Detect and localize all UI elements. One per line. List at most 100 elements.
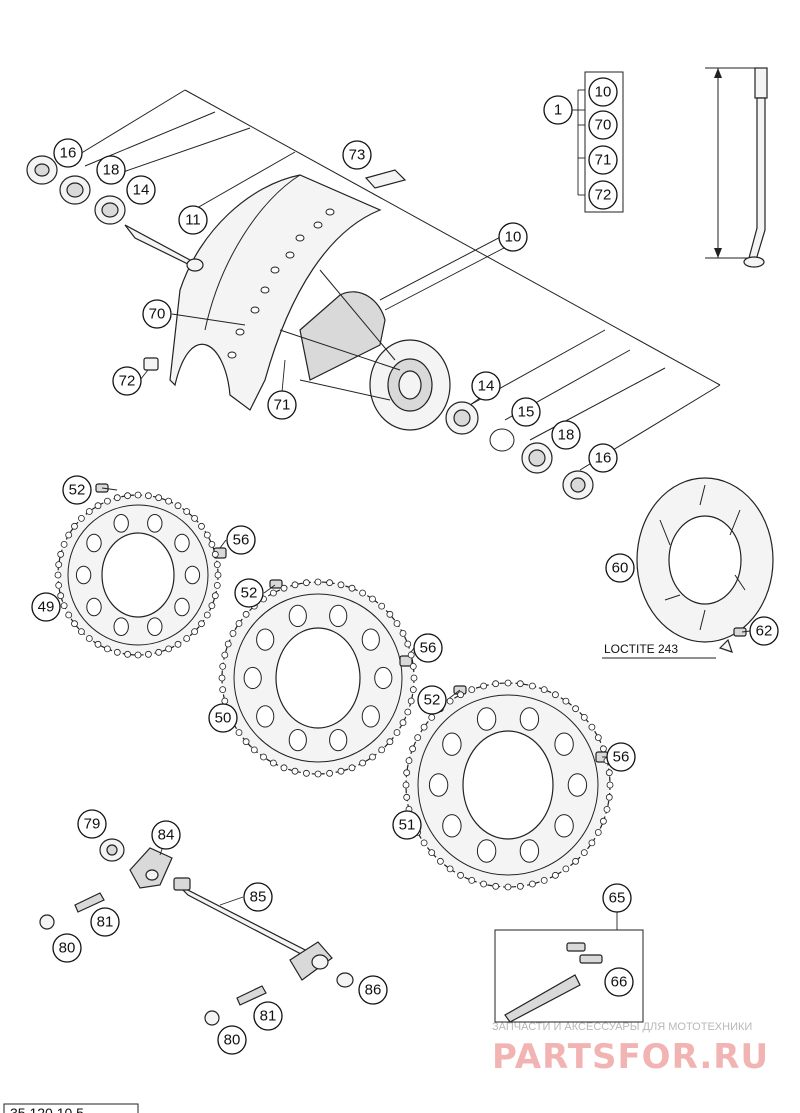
sprocket-tooth xyxy=(302,579,310,587)
svg-text:85: 85 xyxy=(250,889,267,906)
callout-56-b[interactable]: 56 xyxy=(413,633,443,663)
sprocket-tooth xyxy=(378,602,386,610)
callout-81-b[interactable]: 81 xyxy=(253,1001,283,1031)
sprocket-tooth xyxy=(572,857,579,865)
sprocket-tooth xyxy=(124,492,131,500)
sprocket-tooth xyxy=(213,582,221,589)
callout-49[interactable]: 49 xyxy=(31,592,61,622)
svg-text:56: 56 xyxy=(233,532,250,549)
chain-kit-box xyxy=(494,912,644,1023)
callout-71-spoke[interactable]: 71 xyxy=(267,390,297,420)
sprocket-tooth xyxy=(211,550,219,558)
sprocket-hole xyxy=(329,729,348,752)
sprocket-tooth xyxy=(540,686,548,693)
sprocket-tooth xyxy=(260,753,267,761)
callout-79[interactable]: 79 xyxy=(77,809,107,839)
sprocket-tooth xyxy=(436,857,444,865)
callout-72-valve[interactable]: 72 xyxy=(112,366,142,396)
loctite-label: LOCTITE 243 xyxy=(604,642,678,656)
callout-60[interactable]: 60 xyxy=(605,553,635,583)
callout-52-b[interactable]: 52 xyxy=(234,578,264,608)
sprocket-49-part xyxy=(57,494,219,656)
callout-18-right[interactable]: 18 xyxy=(551,420,581,450)
sprocket-tooth xyxy=(144,650,152,658)
callout-80-a[interactable]: 80 xyxy=(52,933,82,963)
callout-85[interactable]: 85 xyxy=(243,882,273,912)
sprocket-hole xyxy=(519,707,540,731)
sprocket-hole xyxy=(288,604,307,628)
sprocket-hole xyxy=(567,773,588,797)
sprocket-tooth xyxy=(213,561,221,568)
sprocket-tooth xyxy=(71,620,78,628)
callout-16-top[interactable]: 16 xyxy=(53,138,83,168)
callout-66[interactable]: 66 xyxy=(604,967,634,997)
sprocket-tooth xyxy=(124,650,131,658)
sprocket-tooth xyxy=(378,746,386,754)
sprocket-49-teeth xyxy=(54,491,222,659)
callout-10-kit[interactable]: 10 xyxy=(588,77,618,107)
sprocket-tooth xyxy=(403,769,411,777)
callout-1[interactable]: 1 xyxy=(543,95,573,125)
callout-84[interactable]: 84 xyxy=(151,820,181,850)
callout-70-rim[interactable]: 70 xyxy=(142,299,172,329)
sprocket-tooth xyxy=(198,522,205,530)
sprocket-tooth xyxy=(291,581,299,589)
callout-18-top[interactable]: 18 xyxy=(96,155,126,185)
callout-50[interactable]: 50 xyxy=(208,703,238,733)
sprocket-tooth xyxy=(229,630,237,637)
sprocket-tooth xyxy=(183,635,191,642)
callout-72-kit[interactable]: 72 xyxy=(588,180,618,210)
callout-14-top[interactable]: 14 xyxy=(126,175,156,205)
sprocket-tooth xyxy=(468,686,476,693)
callout-15[interactable]: 15 xyxy=(511,397,541,427)
callout-51[interactable]: 51 xyxy=(392,810,422,840)
sprocket-hole xyxy=(288,729,307,752)
sprocket-tooth xyxy=(504,883,512,891)
sprocket-tooth xyxy=(65,611,73,619)
sprocket-tooth xyxy=(552,691,559,699)
callout-52-a[interactable]: 52 xyxy=(62,475,92,505)
sprocket-hole xyxy=(147,514,163,533)
callout-65[interactable]: 65 xyxy=(602,883,632,913)
sprocket-tooth xyxy=(446,697,454,705)
sprocket-tooth xyxy=(155,648,163,656)
watermark-logo: PARTSFOR.RU xyxy=(492,1037,769,1077)
brake-disc-part xyxy=(636,477,774,643)
callout-62[interactable]: 62 xyxy=(749,616,779,646)
sprocket-tooth xyxy=(280,764,288,772)
sprocket-tooth xyxy=(78,515,85,522)
svg-text:81: 81 xyxy=(260,1008,277,1025)
sprocket-tooth xyxy=(104,645,111,653)
callout-10-hub[interactable]: 10 xyxy=(498,222,528,252)
svg-text:14: 14 xyxy=(478,378,495,395)
callout-71-kit[interactable]: 71 xyxy=(588,145,618,175)
sprocket-tooth xyxy=(203,611,211,619)
sprocket-tooth xyxy=(492,882,500,890)
callout-52-c[interactable]: 52 xyxy=(417,685,447,715)
callout-14-right[interactable]: 14 xyxy=(471,371,501,401)
callout-11[interactable]: 11 xyxy=(178,205,208,235)
sprocket-hole xyxy=(519,839,540,863)
callout-56-a[interactable]: 56 xyxy=(226,525,256,555)
sprocket-tooth xyxy=(410,674,418,682)
svg-text:84: 84 xyxy=(158,827,175,844)
callout-56-c[interactable]: 56 xyxy=(606,742,636,772)
sprocket-tooth xyxy=(211,592,219,600)
svg-text:65: 65 xyxy=(609,890,626,907)
valve-part xyxy=(143,357,159,371)
callout-70-kit[interactable]: 70 xyxy=(588,110,618,140)
callout-16-right[interactable]: 16 xyxy=(588,443,618,473)
sprocket-tooth xyxy=(480,880,488,888)
callout-86[interactable]: 86 xyxy=(358,975,388,1005)
sprocket-hole xyxy=(374,666,393,690)
rim-part xyxy=(169,174,382,411)
svg-text:11: 11 xyxy=(185,212,201,229)
callout-80-b[interactable]: 80 xyxy=(217,1025,247,1055)
svg-text:86: 86 xyxy=(365,982,382,999)
svg-text:71: 71 xyxy=(274,397,291,414)
sprocket-tooth xyxy=(407,651,415,659)
sprocket-tooth xyxy=(291,767,299,775)
callout-81-a[interactable]: 81 xyxy=(90,907,120,937)
callout-73[interactable]: 73 xyxy=(342,140,372,170)
sprocket-tooth xyxy=(540,877,548,884)
